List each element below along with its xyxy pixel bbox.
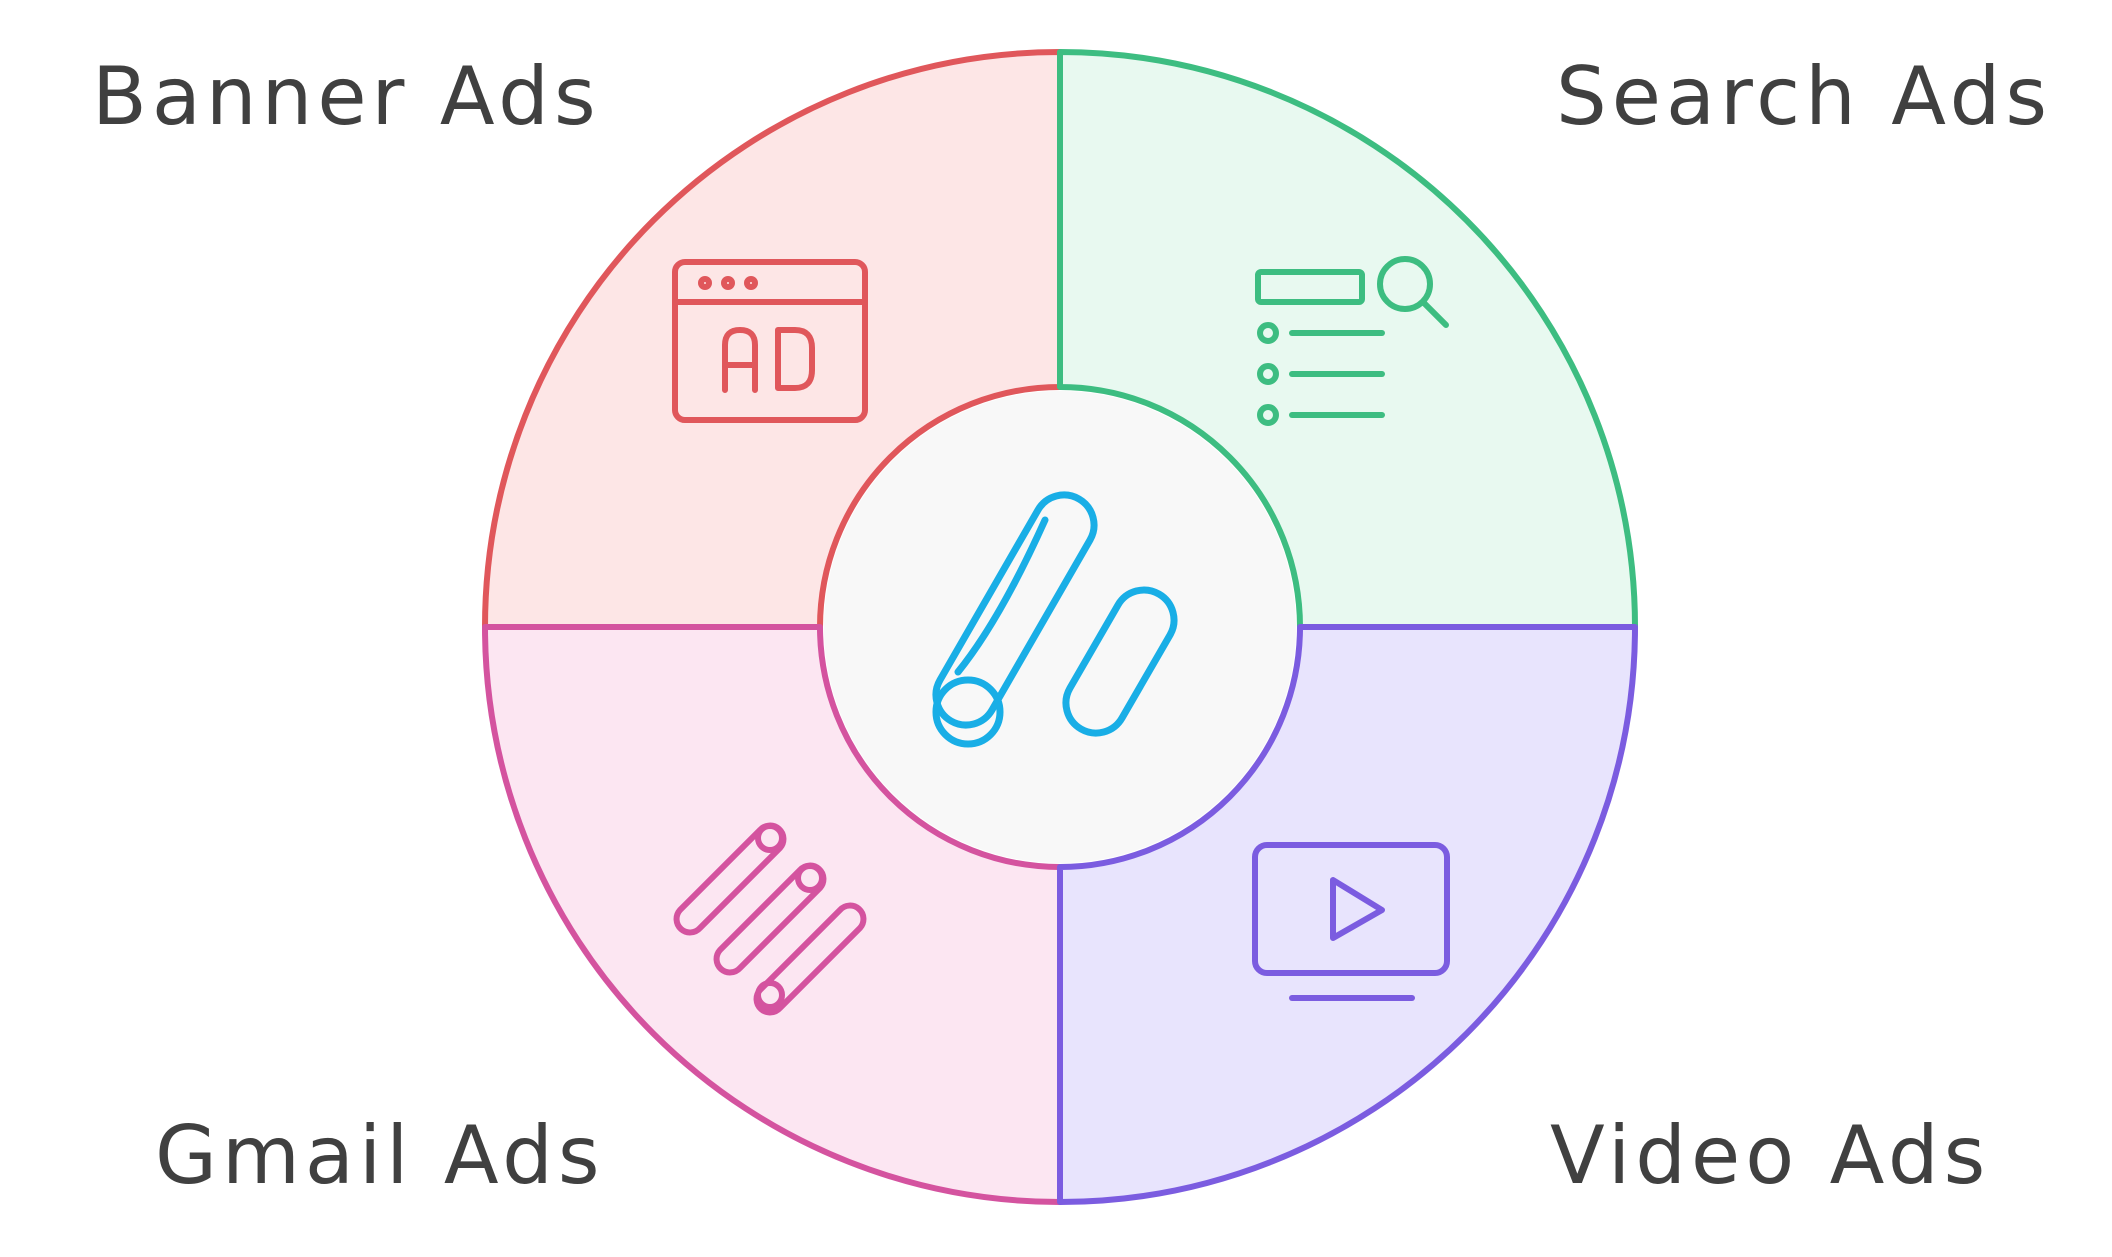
segment-video-ads (1057, 624, 1638, 1205)
label-gmail-ads: Gmail Ads (155, 1109, 605, 1202)
segment-gmail-ads (482, 624, 1063, 1205)
label-search-ads: Search Ads (1556, 50, 2053, 143)
video-monitor-icon (1252, 842, 1450, 1001)
label-video-ads: Video Ads (1550, 1109, 1991, 1202)
label-banner-ads: Banner Ads (92, 50, 601, 143)
google-ads-logo-icon (932, 491, 1178, 748)
gmail-ads-icon (673, 822, 867, 1016)
segment-search-ads (1057, 49, 1638, 630)
search-results-icon (1255, 256, 1449, 426)
center-circle (824, 391, 1296, 863)
browser-ad-icon (672, 259, 868, 423)
segment-banner-ads (482, 49, 1063, 630)
